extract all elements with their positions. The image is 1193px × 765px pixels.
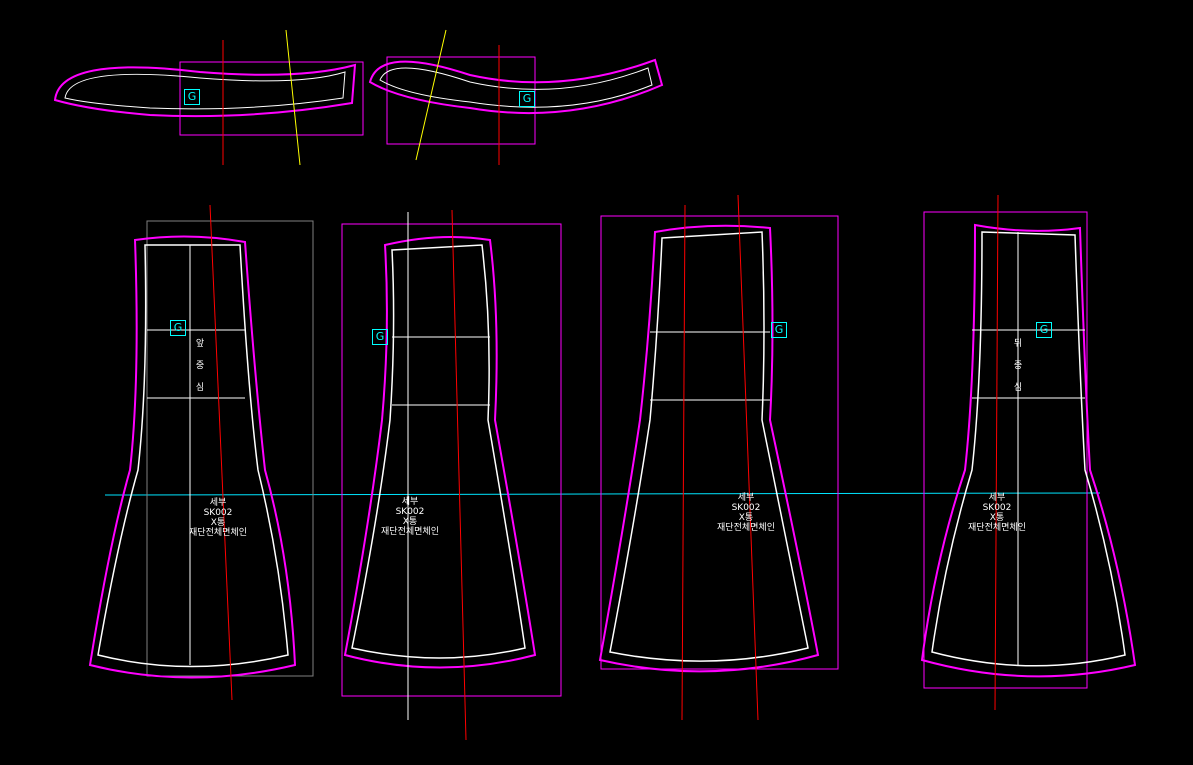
grain-marker-icon[interactable]: G [519,91,535,107]
grain-marker-icon[interactable]: G [372,329,388,345]
skirt-panel-front[interactable] [88,204,314,701]
skirt-panel-front-side[interactable] [341,209,562,741]
skirt-panel-back-side[interactable] [598,194,839,721]
grain-marker-icon[interactable]: G [771,322,787,338]
hip-guide-line[interactable] [104,492,1101,496]
waistband-back[interactable] [368,29,664,165]
waistband-front[interactable] [53,29,364,166]
grain-marker-icon[interactable]: G [170,320,186,336]
grain-marker-icon[interactable]: G [1036,322,1052,338]
skirt-panel-back[interactable] [920,194,1137,711]
grain-marker-icon[interactable]: G [184,89,200,105]
